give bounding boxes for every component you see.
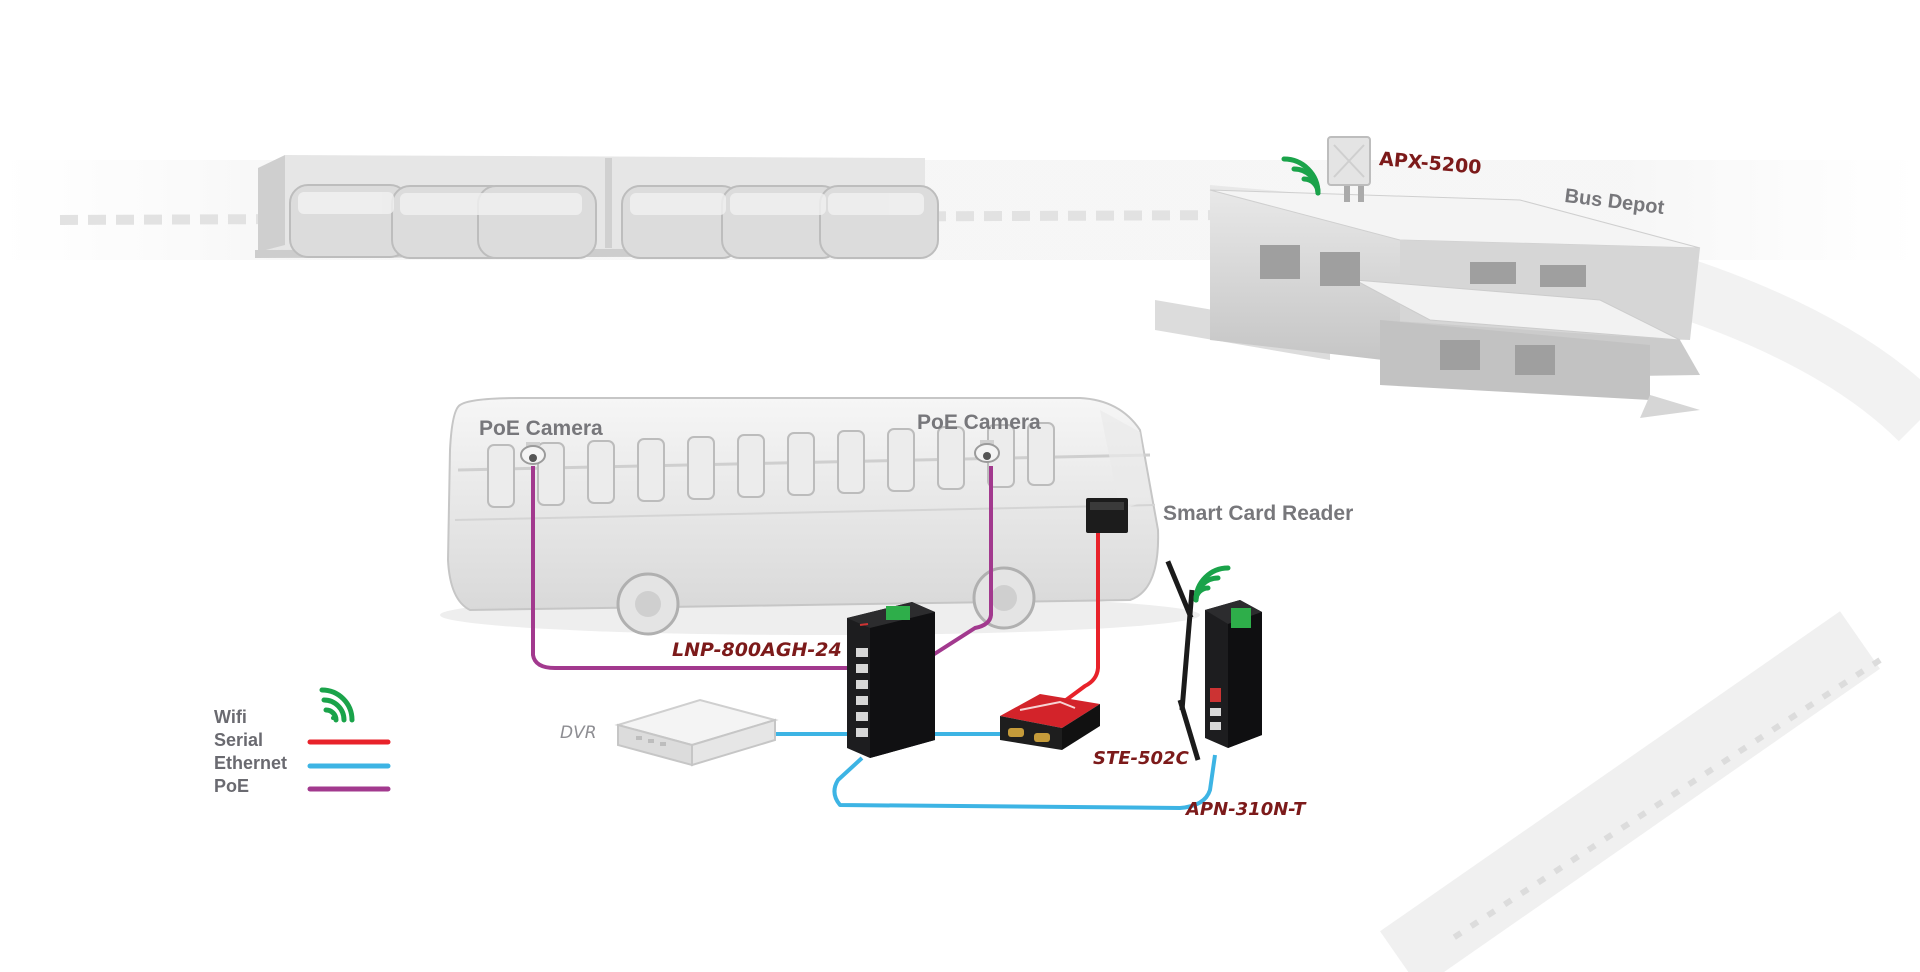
main-bus xyxy=(440,397,1200,636)
legend-wifi-icon xyxy=(319,687,355,723)
bus-depot-building xyxy=(1155,185,1701,418)
poe-switch xyxy=(847,602,935,758)
poe-camera-left xyxy=(520,442,546,465)
legend-wifi-label: Wifi xyxy=(214,707,247,727)
legend-serial-label: Serial xyxy=(214,730,264,750)
wireless-router xyxy=(1165,560,1262,761)
switch-model-label: LNP-800AGH-24 xyxy=(672,639,842,661)
poe-links xyxy=(531,466,993,670)
wifi-icon xyxy=(1193,565,1231,603)
poe-camera-left-label: PoE Camera xyxy=(479,417,603,440)
dvr-device xyxy=(614,698,779,767)
legend-poe-label: PoE xyxy=(214,776,250,796)
poe-camera-right xyxy=(974,440,1000,463)
apx-5200-access-point xyxy=(1327,136,1371,202)
poe-camera-right-label: PoE Camera xyxy=(917,411,1041,434)
converter-model-label: STE-502C xyxy=(1093,748,1189,769)
serial-converter xyxy=(1000,694,1100,750)
serial-link xyxy=(1056,533,1100,708)
ethernet-links xyxy=(774,732,1217,810)
router-model-label: APN-310N-T xyxy=(1186,799,1306,820)
legend-ethernet-label: Ethernet xyxy=(214,753,288,773)
smart-card-reader-label: Smart Card Reader xyxy=(1163,502,1354,525)
bus-garage xyxy=(255,155,939,259)
dvr-label: DVR xyxy=(560,723,597,743)
wifi-icon xyxy=(1281,156,1321,196)
smart-card-reader xyxy=(1086,498,1128,533)
